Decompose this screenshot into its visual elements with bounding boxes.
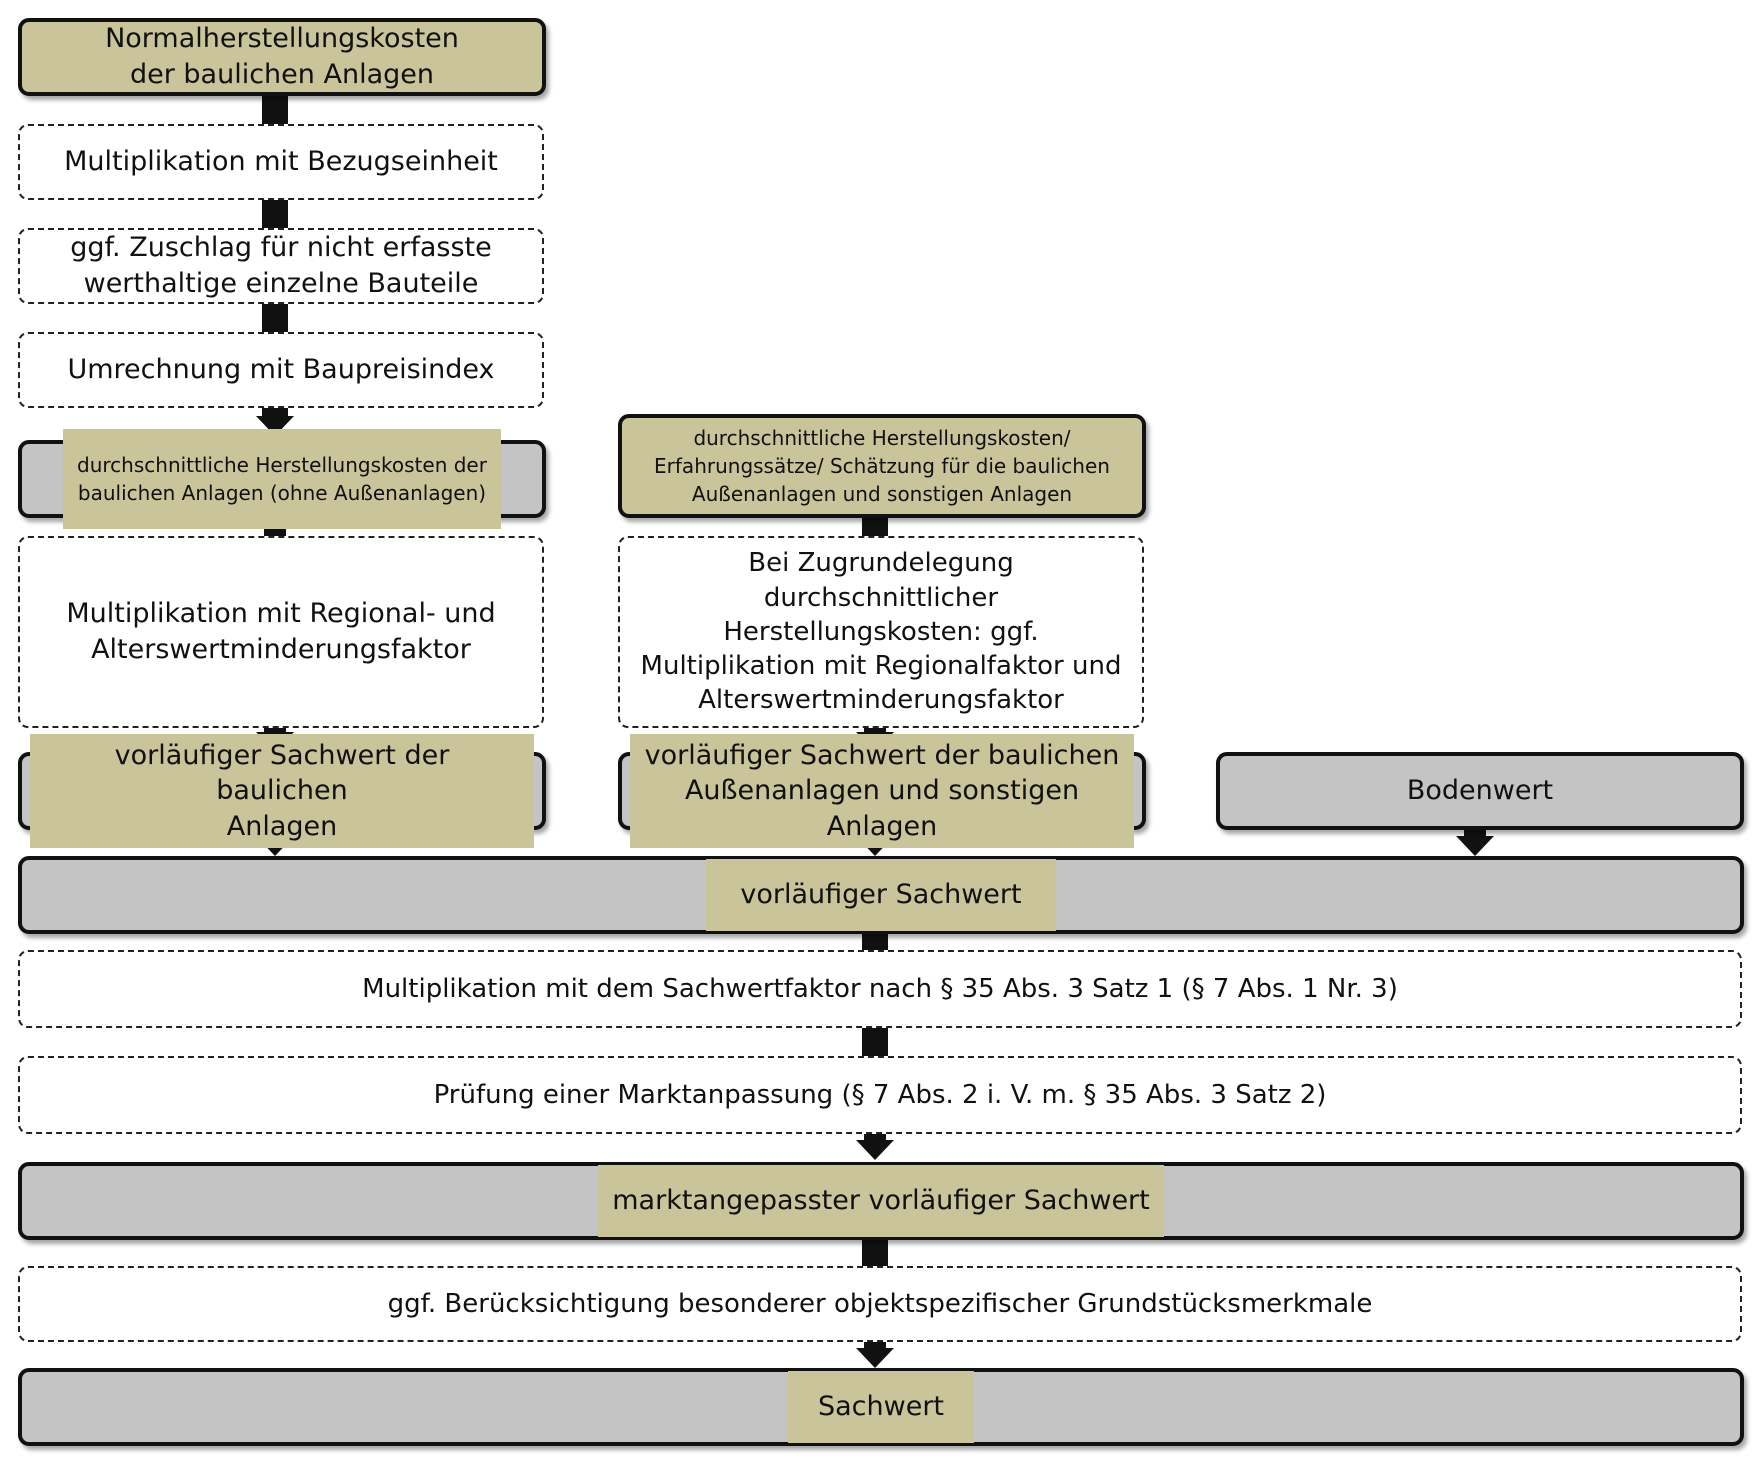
connector-6 [264,728,286,734]
hk-bauliche-label: durchschnittliche Herstellungskosten der… [63,429,501,529]
normalherstellungskosten-label: Normalherstellungskosten der baulichen A… [105,23,459,90]
regional-alters-label: Multiplikation mit Regional- und Altersw… [66,598,496,665]
sachwert-box: Sachwert [18,1368,1744,1446]
regional-alters-box: Multiplikation mit Regional- und Altersw… [18,536,544,728]
zuschlag-label: ggf. Zuschlag für nicht erfasste werthal… [70,232,492,299]
objektspezifisch-label: ggf. Berücksichtigung besonderer objekts… [387,1288,1373,1319]
bezugseinheit-box: Multiplikation mit Bezugseinheit [18,124,544,200]
marktanpassung-label: Prüfung einer Marktanpassung (§ 7 Abs. 2… [433,1079,1327,1110]
connector-9 [864,728,886,734]
arrow-down-icon [856,1140,894,1160]
arrow-down-icon [856,1348,894,1368]
bezugseinheit-label: Multiplikation mit Bezugseinheit [64,146,498,178]
marktangepasst-box: marktangepasster vorläufiger Sachwert [18,1162,1744,1240]
sachwert-bauliche-box: vorläufiger Sachwert der baulichen Anlag… [18,733,546,849]
vorlaeufiger-sachwert-box: vorläufiger Sachwert [18,856,1744,934]
connector-15 [862,1238,888,1266]
sachwertfaktor-label: Multiplikation mit dem Sachwertfaktor na… [362,973,1398,1004]
connector-1 [262,96,288,124]
connector-4 [262,408,288,418]
bodenwert-label: Bodenwert [1406,775,1554,807]
marktanpassung-box: Prüfung einer Marktanpassung (§ 7 Abs. 2… [18,1056,1742,1134]
baupreisindex-label: Umrechnung mit Baupreisindex [67,354,495,386]
sachwert-aussen-label: vorläufiger Sachwert der baulichen Außen… [630,733,1134,849]
connector-14 [864,1134,886,1142]
sachwert-label: Sachwert [787,1371,975,1443]
marktangepasst-label: marktangepasster vorläufiger Sachwert [598,1165,1164,1237]
connector-11 [1464,830,1486,838]
objektspezifisch-box: ggf. Berücksichtigung besonderer objekts… [18,1266,1742,1342]
hk-aussen-label: durchschnittliche Herstellungskosten/ Er… [654,426,1110,506]
arrow-down-icon [1456,836,1494,856]
zugrundelegung-box: Bei Zugrundelegung durchschnittlicher He… [618,536,1144,728]
bodenwert-box: Bodenwert [1216,752,1744,830]
connector-12 [862,932,888,950]
hk-bauliche-box: durchschnittliche Herstellungskosten der… [18,429,546,529]
connector-13 [862,1028,888,1056]
sachwert-bauliche-label: vorläufiger Sachwert der baulichen Anlag… [30,733,534,849]
baupreisindex-box: Umrechnung mit Baupreisindex [18,332,544,408]
connector-16 [864,1342,886,1350]
sachwertfaktor-box: Multiplikation mit dem Sachwertfaktor na… [18,950,1742,1028]
zuschlag-box: ggf. Zuschlag für nicht erfasste werthal… [18,228,544,304]
sachwert-aussen-box: vorläufiger Sachwert der baulichen Außen… [618,733,1146,849]
zugrundelegung-label: Bei Zugrundelegung durchschnittlicher He… [640,548,1122,716]
connector-2 [262,200,288,228]
connector-8 [862,516,888,536]
hk-aussen-box: durchschnittliche Herstellungskosten/ Er… [618,414,1146,518]
vorlaeufiger-sachwert-label: vorläufiger Sachwert [706,859,1056,931]
normalherstellungskosten-box: Normalherstellungskosten der baulichen A… [18,18,546,96]
connector-3 [262,304,288,332]
